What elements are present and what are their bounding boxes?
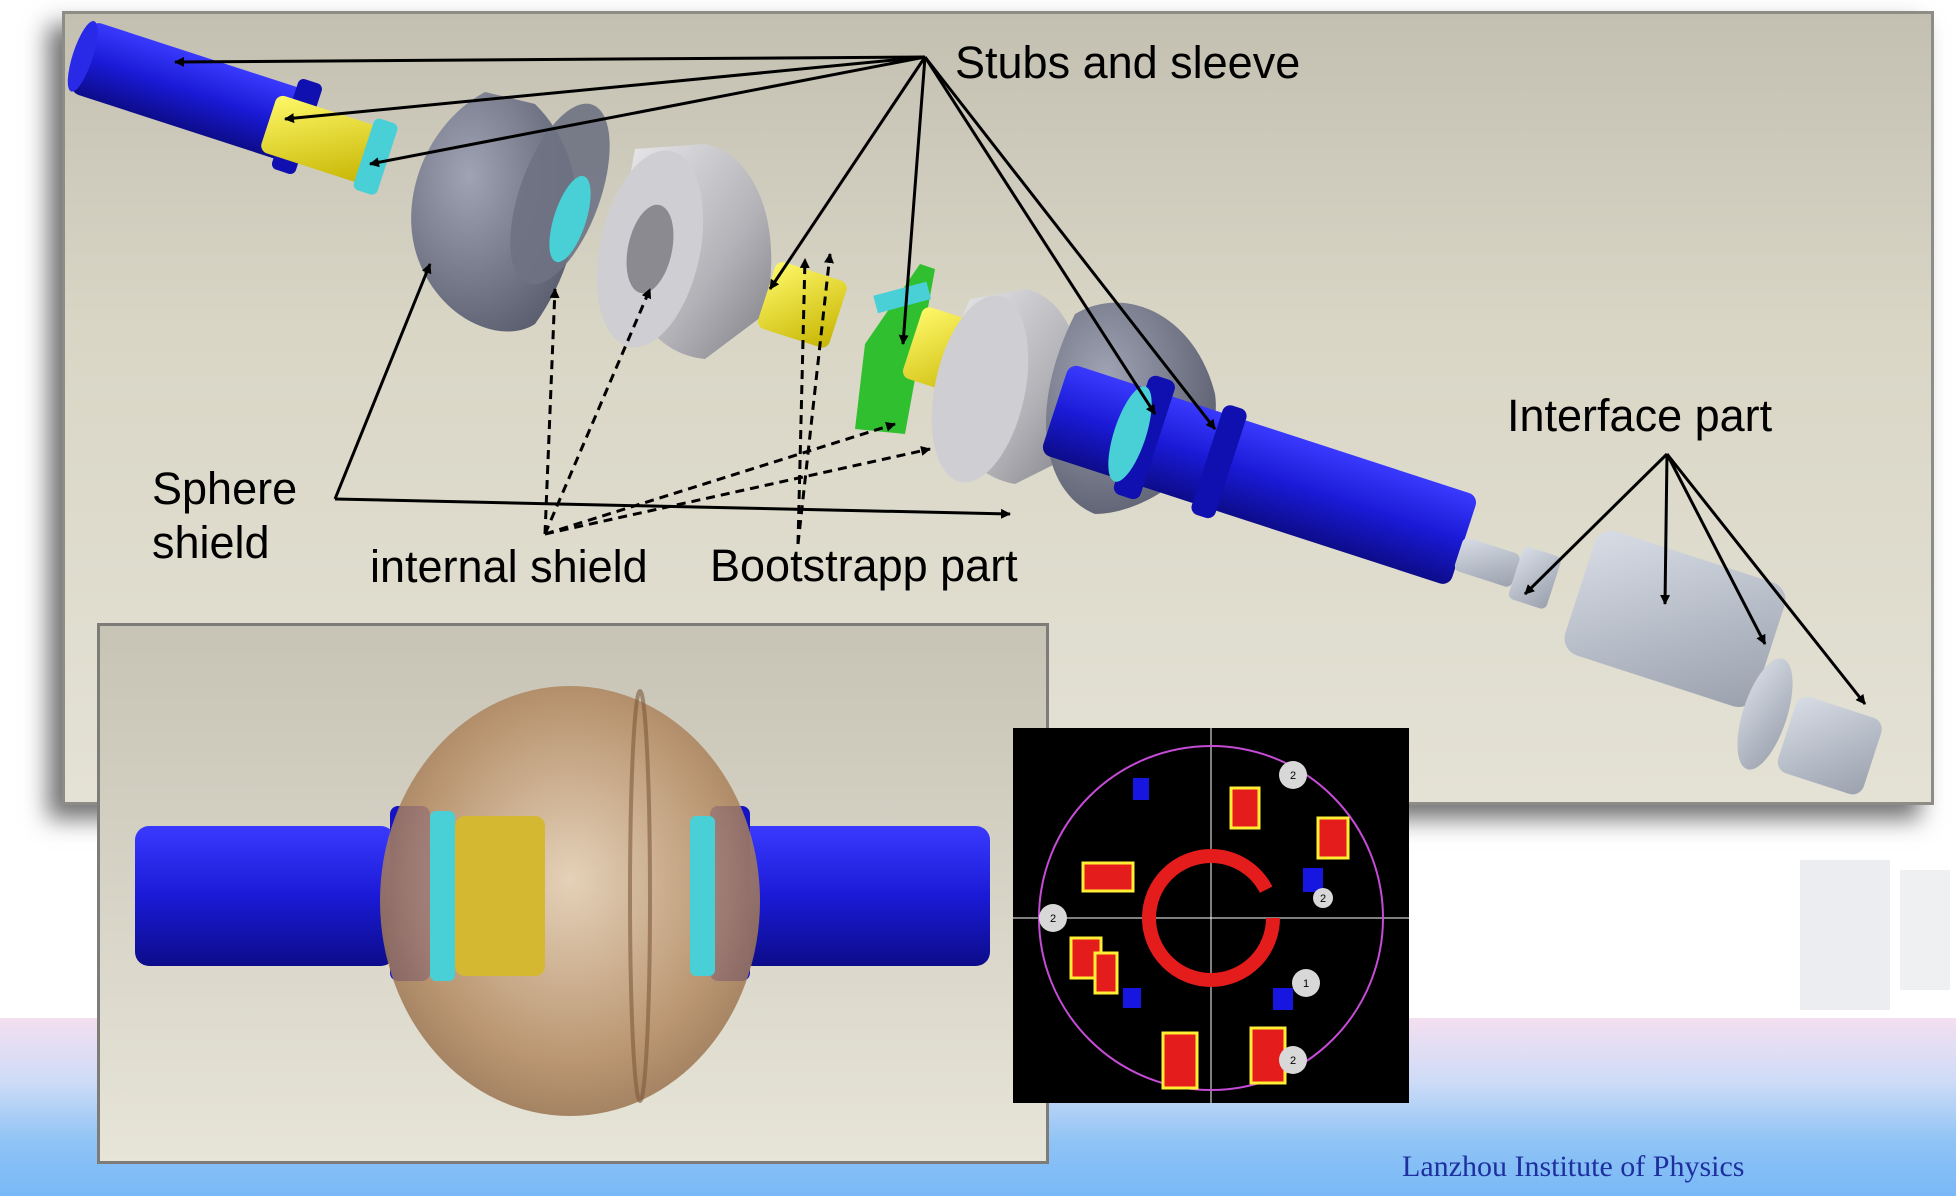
bootstrap-cyan-connector (873, 281, 932, 314)
left-sphere-shield (411, 92, 610, 332)
stubs-and-sleeve-label: Stubs and sleeve (955, 37, 1301, 88)
pcb-marker-2d: 2 (1320, 893, 1326, 905)
assembled-view-panel (97, 623, 1049, 1164)
exploded-assembly-drawing (67, 21, 1882, 795)
assembled-right-stub (720, 826, 990, 966)
interface-part-label: Interface part (1507, 390, 1773, 441)
right-cyan-ring (1108, 386, 1152, 482)
internal-shield-arrows (543, 288, 931, 536)
assembled-yellow-sleeve (455, 816, 545, 976)
pcb-marker-2a: 2 (1290, 770, 1296, 782)
bootstrapp-part-label: Bootstrapp part (710, 540, 1018, 591)
pcb-marker-2b: 2 (1290, 1055, 1296, 1067)
center-yellow-sleeve (757, 261, 847, 348)
pcb-marker-1: 1 (1303, 978, 1309, 990)
interface-parts (1454, 530, 1882, 795)
left-cyan-ring (549, 175, 591, 263)
sphere-shield-label-line2: shield (152, 517, 270, 568)
internal-shield-label: internal shield (370, 541, 648, 592)
interface-arrows (1523, 452, 1867, 705)
bootstrap-green-board (855, 264, 935, 434)
institution-credit: Lanzhou Institute of Physics (1402, 1150, 1745, 1183)
pcb-layout-drawing: 1 2 2 2 2 (1013, 728, 1409, 1103)
assembled-left-stub (135, 826, 395, 966)
sphere-shield-label-line1: Sphere (152, 463, 298, 514)
stubs-arrows (174, 55, 1217, 430)
left-internal-shield (596, 144, 772, 359)
pcb-marker-2c: 2 (1050, 913, 1056, 925)
sphere-shield-arrows (333, 263, 1011, 519)
assembled-sphere-shield (380, 686, 760, 1116)
assembled-view-drawing (135, 686, 990, 1116)
left-yellow-sleeve (261, 95, 398, 195)
interface-part-reflection (1780, 810, 1956, 1050)
pcb-layout-panel: 1 2 2 2 2 (1013, 728, 1409, 1103)
bootstrapp-arrows (796, 253, 834, 545)
